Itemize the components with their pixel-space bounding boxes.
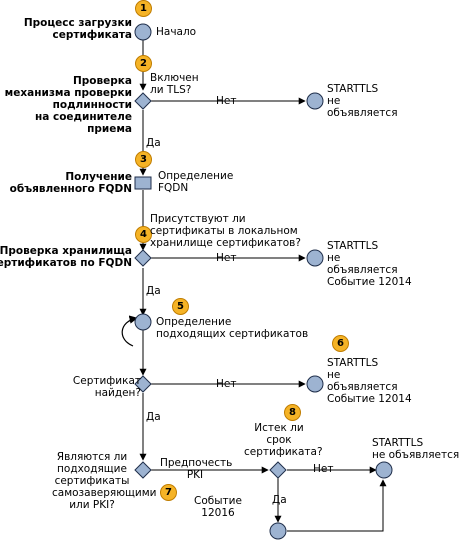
step-badge-2: 2 xyxy=(135,55,152,72)
start-label: Начало xyxy=(156,26,197,38)
outcome1-node xyxy=(306,92,324,110)
no-label-1: Нет xyxy=(216,95,237,107)
outcome-1-text: STARTTLS не объявляется xyxy=(327,83,398,119)
step-badge-8: 8 xyxy=(284,404,301,421)
step4-title: Проверка хранилища сертификатов по FQDN xyxy=(0,245,132,269)
yes-label-3: Да xyxy=(146,411,161,423)
self-signed-decision xyxy=(134,461,152,479)
event-12016-label: Событие 12016 xyxy=(194,495,242,519)
select-node xyxy=(134,313,152,331)
outcome4-node xyxy=(375,461,393,479)
step-badge-6: 6 xyxy=(332,335,349,352)
self-signed-question: Являются ли подходящие сертификаты самоз… xyxy=(52,451,157,511)
step-badge-3: 3 xyxy=(135,151,152,168)
yes-label-4: Да xyxy=(272,494,287,506)
expired-question: Истек ли срок сертификата? xyxy=(244,422,323,458)
outcome3-node xyxy=(306,375,324,393)
event-node xyxy=(269,522,287,540)
loop-arrow xyxy=(121,315,138,347)
step-badge-1: 1 xyxy=(135,0,152,17)
step1-title: Процесс загрузки сертификата xyxy=(23,17,132,41)
step2-title: Проверка механизма проверки подлинности … xyxy=(4,75,132,135)
yes-label-2: Да xyxy=(146,285,161,297)
no-label-4: Нет xyxy=(313,463,334,475)
step-badge-4: 4 xyxy=(135,226,152,243)
step-badge-5: 5 xyxy=(172,298,189,315)
no-label-3: Нет xyxy=(216,378,237,390)
decision-diamonds xyxy=(134,92,287,479)
no-label-2: Нет xyxy=(216,252,237,264)
step-badge-7: 7 xyxy=(160,484,177,501)
terminal-circles xyxy=(134,23,393,540)
tls-decision xyxy=(134,92,152,110)
tls-question: Включен ли TLS? xyxy=(150,72,199,96)
step3-title: Получение объявленного FQDN xyxy=(9,171,132,195)
yes-label-1: Да xyxy=(146,137,161,149)
cert-found-decision xyxy=(134,375,152,393)
local-store-decision xyxy=(134,249,152,267)
cert-found-question: Сертификат найден? xyxy=(72,375,141,399)
fqdn-label: Определение FQDN xyxy=(158,170,234,194)
no-branches xyxy=(151,97,387,532)
select-certs-label: Определение подходящих сертификатов xyxy=(156,316,309,340)
outcome2-node xyxy=(306,249,324,267)
outcome-3-text: STARTTLS не объявляется Событие 12014 xyxy=(327,357,412,405)
expired-decision xyxy=(269,461,287,479)
outcome-4-text: STARTTLS не объявляется xyxy=(372,437,459,461)
fqdn-process-box xyxy=(134,176,152,190)
prefer-pki-label: Предпочесть PKI xyxy=(160,457,233,481)
start-node xyxy=(134,23,152,41)
outcome-2-text: STARTTLS не объявляется Событие 12014 xyxy=(327,240,412,288)
local-store-question: Присутствуют ли сертификаты в локальном … xyxy=(150,213,301,249)
